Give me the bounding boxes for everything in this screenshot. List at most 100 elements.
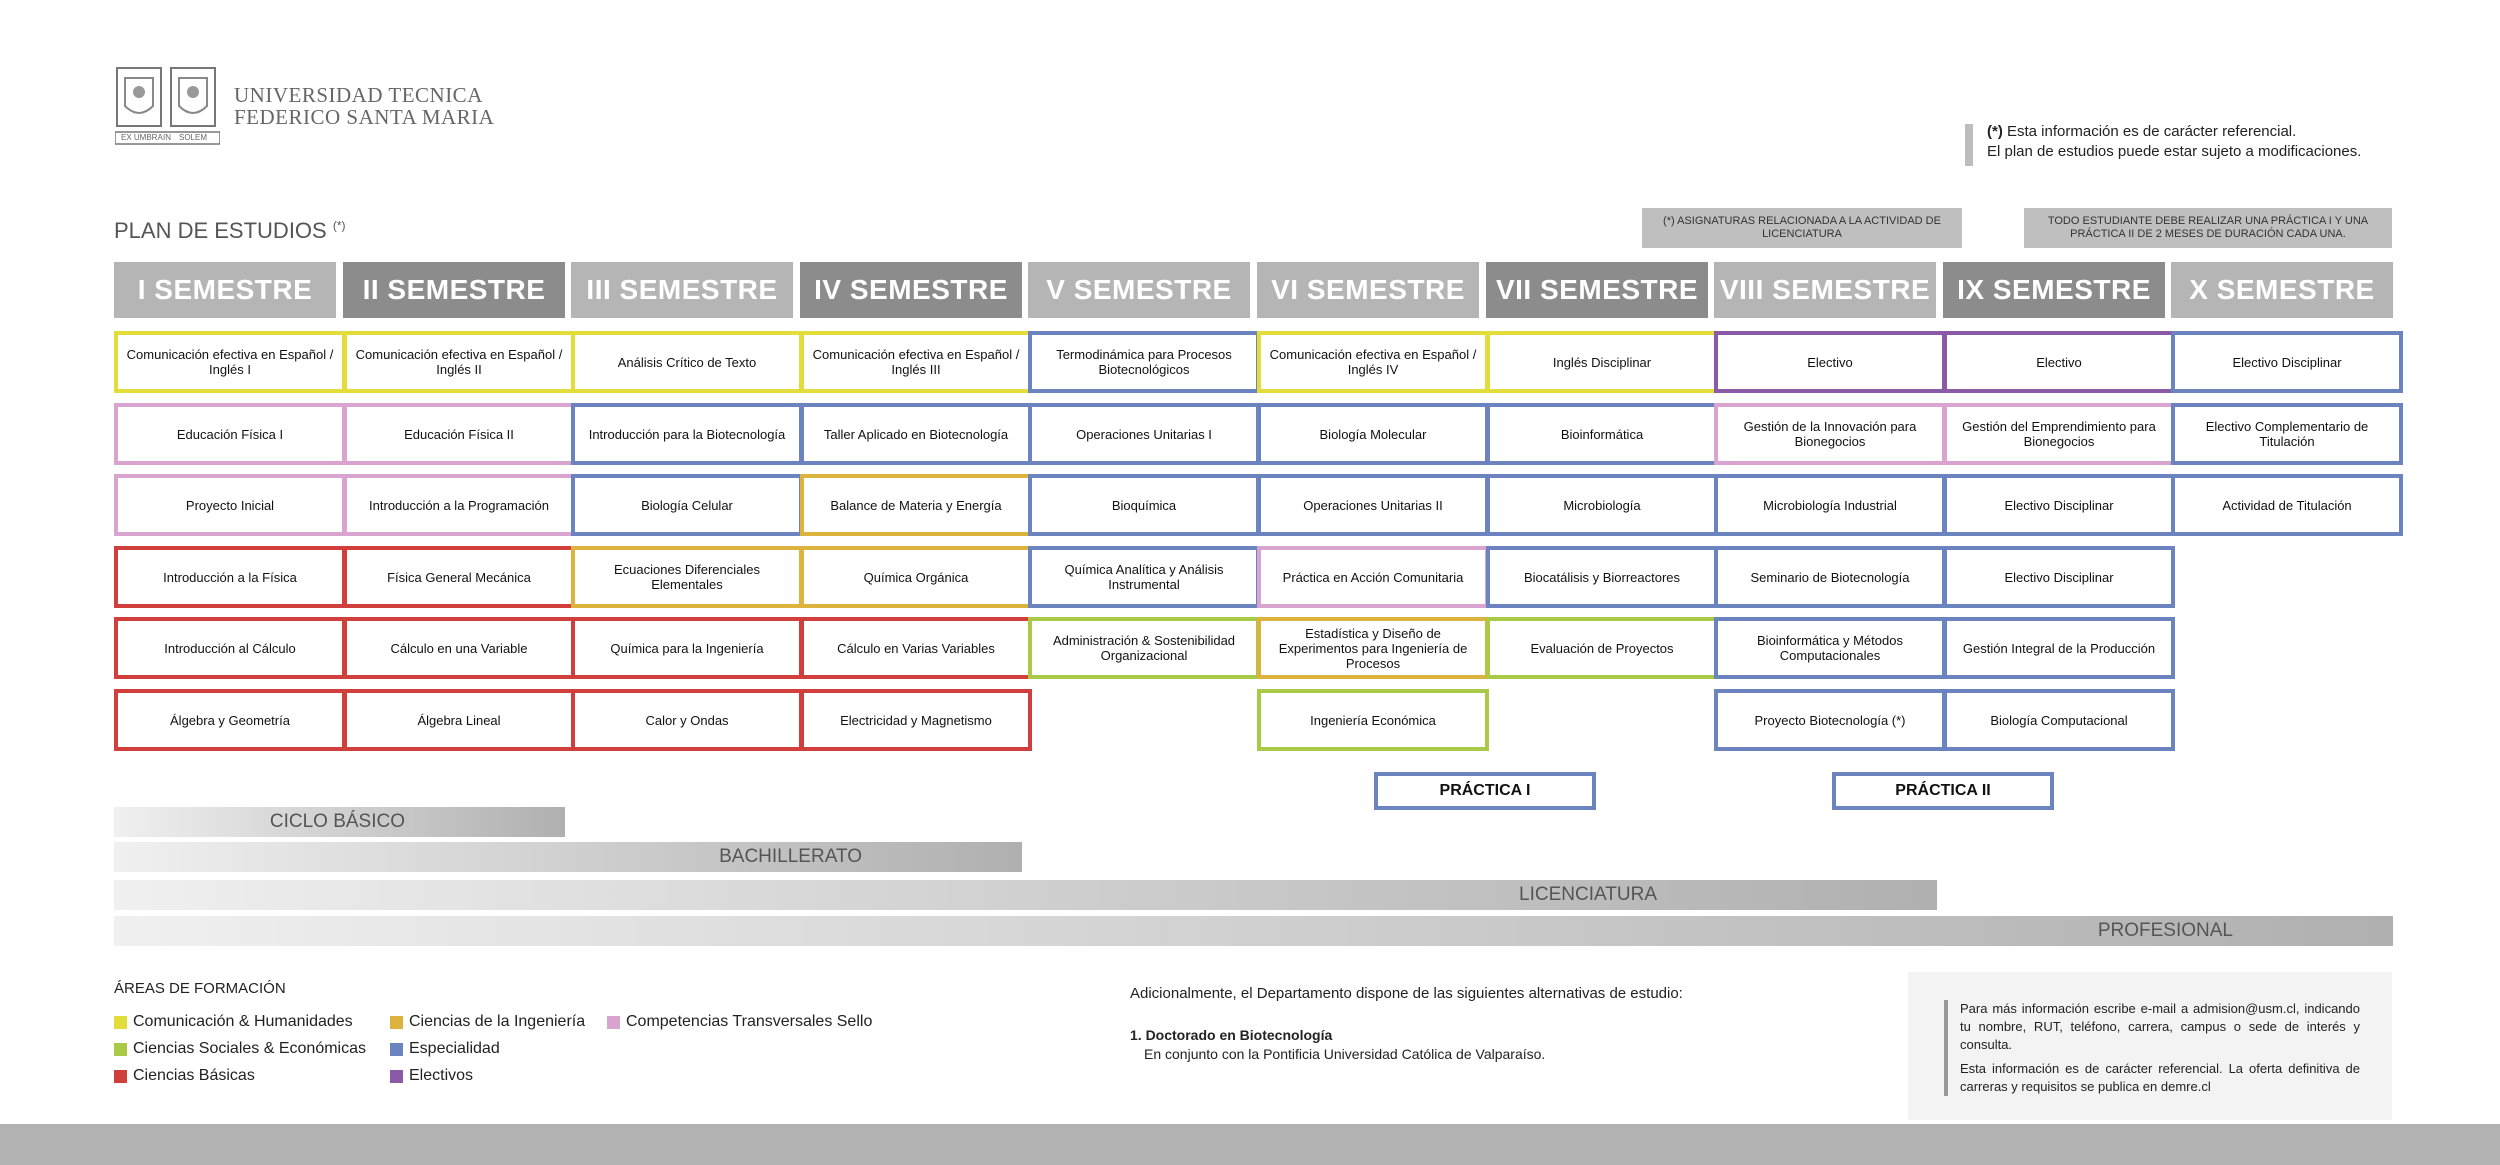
course-name: Evaluación de Proyectos (1530, 640, 1674, 656)
course-name: Comunicación efectiva en Español / Inglé… (126, 347, 334, 377)
course-box: Comunicación efectiva en Español / Inglé… (114, 331, 346, 393)
course-box: Gestión Integral de la Producción (1943, 617, 2175, 679)
notice-line1: Esta información es de carácter referenc… (2007, 123, 2297, 140)
course-box: Física General Mecánica (343, 546, 575, 608)
legend-swatch (114, 1042, 127, 1056)
course-box: Ecuaciones Diferenciales Elementales (571, 546, 803, 608)
course-box: Gestión del Emprendimiento para Bionegoc… (1943, 403, 2175, 465)
course-name: Álgebra y Geometría (170, 712, 290, 728)
course-name: Comunicación efectiva en Español / Inglé… (812, 347, 1020, 377)
semester-header: IV SEMESTRE (800, 262, 1022, 318)
cycle-profesional-label: PROFESIONAL (2097, 920, 2233, 941)
course-box: Cálculo en Varias Variables (800, 617, 1032, 679)
legend-basic: Ciencias Básicas (114, 1067, 255, 1085)
course-box: Termodinámica para Procesos Biotecnológi… (1028, 331, 1260, 393)
legend-label: Ciencias Sociales & Económicas (133, 1040, 366, 1057)
course-box: Cálculo en una Variable (343, 617, 575, 679)
legend-swatch (607, 1015, 620, 1029)
course-name: Inglés Disciplinar (1552, 354, 1652, 370)
cycle-bachillerato-label: BACHILLERATO (719, 846, 862, 867)
course-box: Educación Física I (114, 403, 346, 465)
legend-label: Especialidad (409, 1040, 500, 1057)
course-box: Práctica en Acción Comunitaria (1257, 546, 1489, 608)
course-name: Gestión del Emprendimiento para Bionegoc… (1962, 419, 2156, 449)
cycle-bachillerato-bar: BACHILLERATO (114, 842, 1022, 872)
course-name: Bioinformática (1560, 426, 1644, 442)
university-name-line2: FEDERICO SANTA MARIA (234, 105, 495, 129)
course-box: Álgebra Lineal (343, 689, 575, 751)
page-title: PLAN DE ESTUDIOS (*) (114, 218, 346, 244)
course-name: Física General Mecánica (387, 569, 531, 585)
course-name: Administración & Sostenibilidad Organiza… (1052, 633, 1236, 663)
legend-electives: Electivos (390, 1067, 473, 1085)
extra-item1-desc: En conjunto con la Pontificia Universida… (1144, 1046, 1546, 1062)
page-title-text: PLAN DE ESTUDIOS (114, 218, 327, 243)
course-box: Calor y Ondas (571, 689, 803, 751)
course-name: Práctica en Acción Comunitaria (1282, 569, 1464, 585)
practica-2-box: PRÁCTICA II (1832, 772, 2054, 810)
referential-notice: (*) Esta información es de carácter refe… (1987, 122, 2361, 162)
course-name: Introducción para la Biotecnología (588, 426, 786, 442)
course-box: Ingeniería Económica (1257, 689, 1489, 751)
course-box: Taller Aplicado en Biotecnología (800, 403, 1032, 465)
notice-line2: El plan de estudios puede estar sujeto a… (1987, 143, 2362, 160)
course-box: Química Orgánica (800, 546, 1032, 608)
course-box: Gestión de la Innovación para Bionegocio… (1714, 403, 1946, 465)
course-name: Biología Computacional (1990, 712, 2128, 728)
course-box: Introducción a la Programación (343, 474, 575, 536)
course-box: Proyecto Biotecnología (*) (1714, 689, 1946, 751)
course-name: Biología Molecular (1319, 426, 1427, 442)
legend-engineering: Ciencias de la Ingeniería (390, 1013, 585, 1031)
course-box: Electivo Disciplinar (1943, 474, 2175, 536)
cycle-licenciatura-bar: LICENCIATURA (114, 880, 1937, 910)
page-title-mark: (*) (332, 218, 346, 233)
cycle-basico-bar: CICLO BÁSICO (114, 807, 565, 837)
course-box: Álgebra y Geometría (114, 689, 346, 751)
semester-header: VIII SEMESTRE (1714, 262, 1936, 318)
course-name: Calor y Ondas (645, 712, 729, 728)
semester-header: VII SEMESTRE (1486, 262, 1708, 318)
course-name: Biocatálisis y Biorreactores (1523, 569, 1681, 585)
course-name: Gestión Integral de la Producción (1962, 640, 2156, 656)
licenciatura-note: (*) ASIGNATURAS RELACIONADA A LA ACTIVID… (1642, 208, 1962, 248)
course-name: Comunicación efectiva en Español / Inglé… (355, 347, 563, 377)
course-box: Química para la Ingeniería (571, 617, 803, 679)
legend-swatch (114, 1069, 127, 1083)
course-name: Introducción a la Programación (369, 497, 549, 513)
course-box: Bioinformática y Métodos Computacionales (1714, 617, 1946, 679)
legend-swatch (390, 1069, 403, 1083)
course-name: Actividad de Titulación (2222, 497, 2352, 513)
notice-mark: (*) (1987, 123, 2003, 140)
legend-communication: Comunicación & Humanidades (114, 1013, 353, 1031)
course-name: Operaciones Unitarias I (1076, 426, 1212, 442)
course-box: Seminario de Biotecnología (1714, 546, 1946, 608)
course-name: Electivo Disciplinar (2232, 354, 2342, 370)
university-logo: EX UMBRA IN SOLEM (114, 66, 221, 146)
course-name: Biología Celular (641, 497, 733, 513)
course-box: Electivo (1714, 331, 1946, 393)
course-name: Estadística y Diseño de Experimentos par… (1278, 625, 1468, 671)
course-box: Comunicación efectiva en Español / Inglé… (800, 331, 1032, 393)
course-box: Balance de Materia y Energía (800, 474, 1032, 536)
practica-note: TODO ESTUDIANTE DEBE REALIZAR UNA PRÁCTI… (2024, 208, 2392, 248)
legend-swatch (390, 1015, 403, 1029)
logo-motto-mid: IN (163, 133, 171, 142)
legend-specialty: Especialidad (390, 1040, 500, 1058)
semester-header: VI SEMESTRE (1257, 262, 1479, 318)
course-name: Análisis Crítico de Texto (617, 354, 757, 370)
legend-label: Competencias Transversales Sello (626, 1013, 873, 1030)
course-name: Educación Física II (404, 426, 514, 442)
course-name: Bioquímica (1111, 497, 1177, 513)
semester-header: I SEMESTRE (114, 262, 336, 318)
course-box: Inglés Disciplinar (1486, 331, 1718, 393)
legend-label: Electivos (409, 1067, 474, 1084)
university-name-line1: UNIVERSIDAD TECNICA (234, 83, 483, 107)
course-box: Biología Molecular (1257, 403, 1489, 465)
course-name: Ingeniería Económica (1310, 712, 1436, 728)
cycle-licenciatura-label: LICENCIATURA (1519, 884, 1657, 905)
legend-transversal: Competencias Transversales Sello (607, 1013, 872, 1031)
cycle-profesional-bar: PROFESIONAL (114, 916, 2393, 946)
course-name: Electivo (2036, 354, 2082, 370)
course-name: Proyecto Inicial (185, 497, 275, 513)
course-name: Microbiología Industrial (1763, 497, 1897, 513)
